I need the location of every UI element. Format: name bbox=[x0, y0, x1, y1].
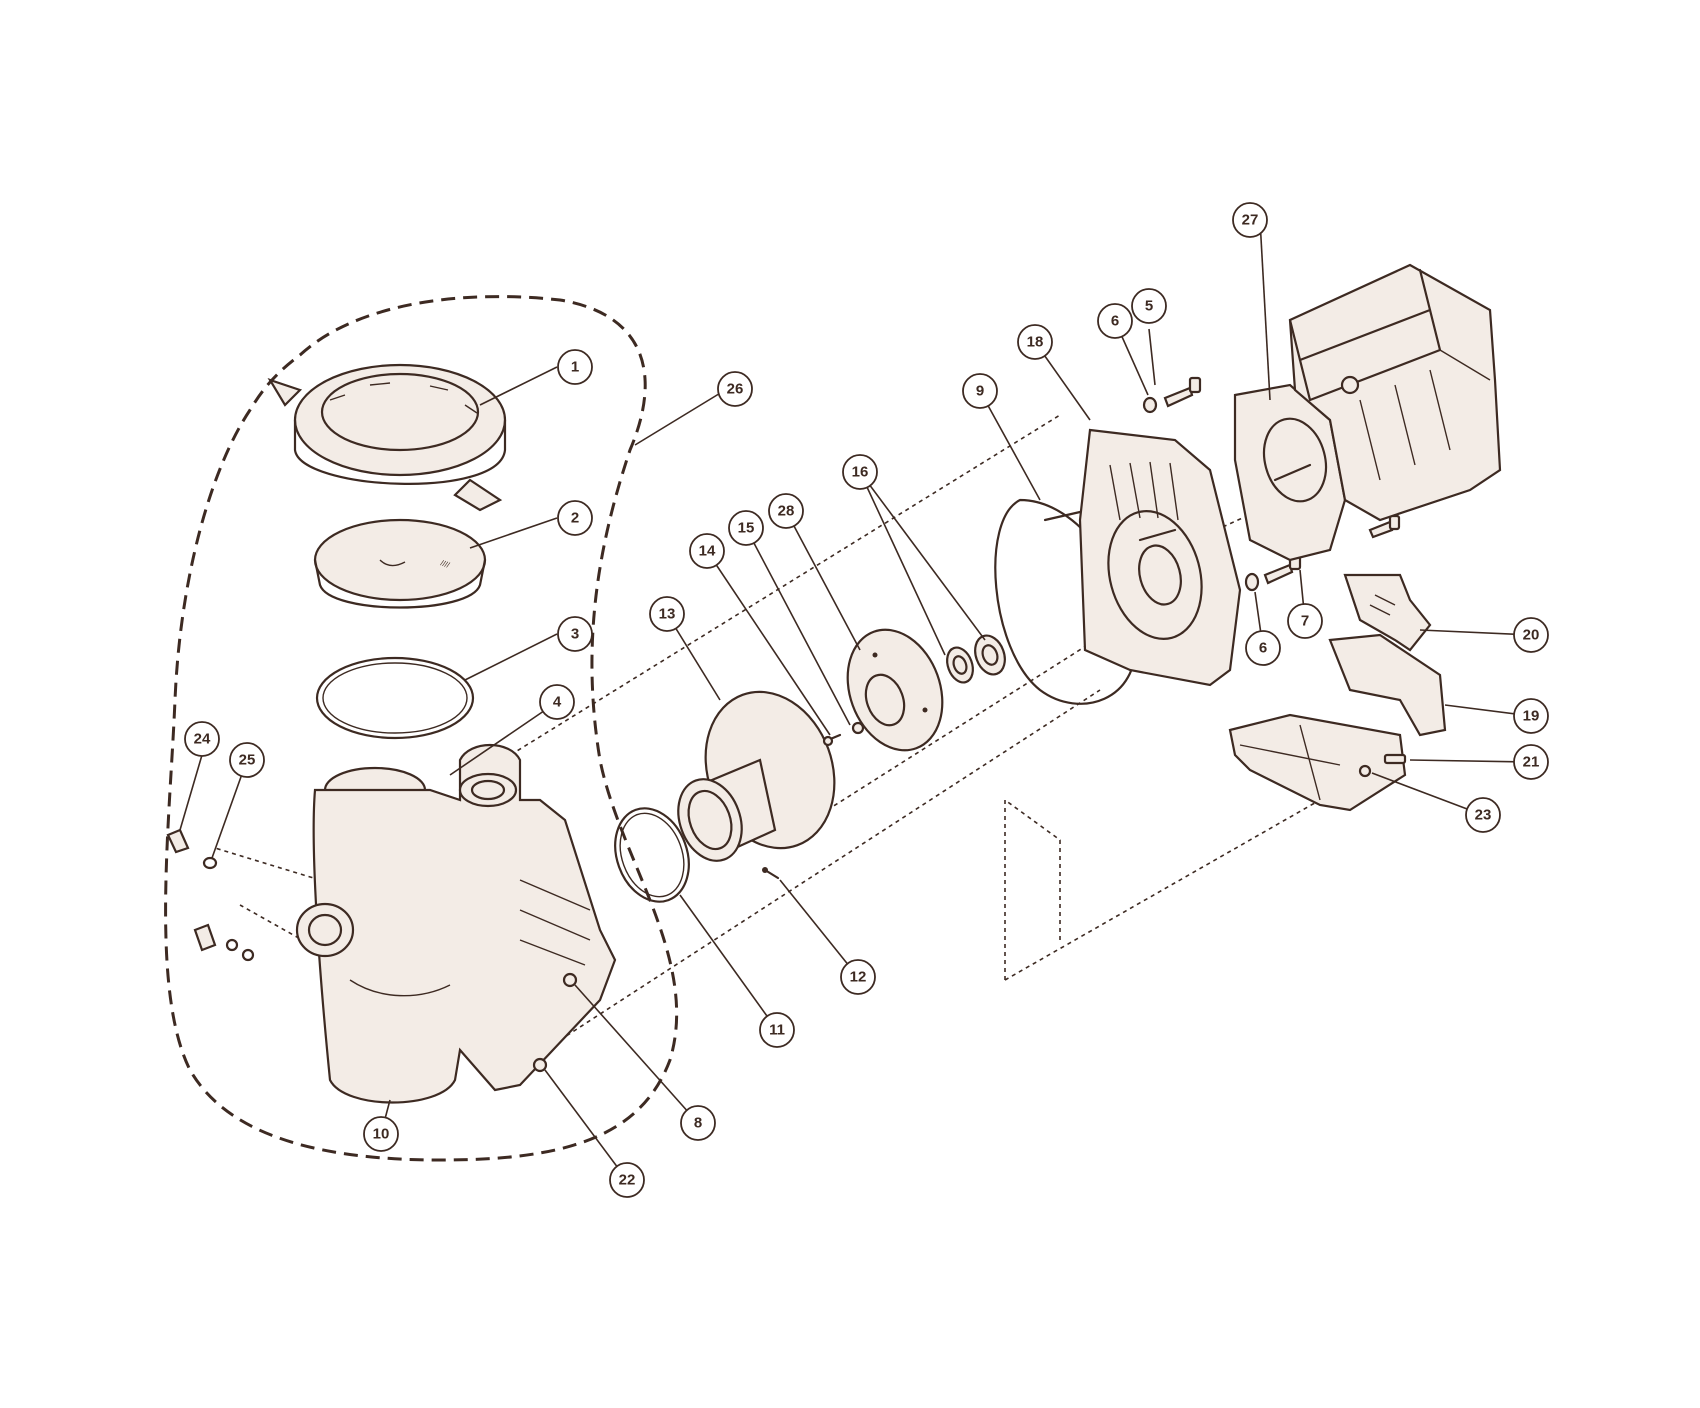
svg-text:18: 18 bbox=[1027, 334, 1044, 351]
callout-13: 13 bbox=[649, 596, 685, 632]
callout-7: 7 bbox=[1287, 603, 1323, 639]
diffuser-screw bbox=[762, 867, 780, 880]
svg-text:23: 23 bbox=[1475, 807, 1492, 824]
svg-text:16: 16 bbox=[852, 464, 869, 481]
pump-lid: //// bbox=[313, 518, 487, 609]
svg-text:9: 9 bbox=[976, 383, 984, 400]
callout-22: 22 bbox=[609, 1162, 645, 1198]
callout-18: 18 bbox=[1017, 324, 1053, 360]
svg-text:5: 5 bbox=[1145, 298, 1153, 315]
pump-housing bbox=[295, 743, 617, 1104]
drain-plugs bbox=[166, 828, 255, 962]
svg-text:25: 25 bbox=[239, 752, 256, 769]
callout-26: 26 bbox=[717, 371, 753, 407]
callout-6a: 6 bbox=[1097, 303, 1133, 339]
callout-11: 11 bbox=[759, 1012, 795, 1048]
seal-plate bbox=[1043, 428, 1242, 687]
svg-text:7: 7 bbox=[1301, 613, 1309, 630]
svg-text:6: 6 bbox=[1111, 313, 1119, 330]
svg-text:8: 8 bbox=[694, 1115, 702, 1132]
callout-20: 20 bbox=[1513, 617, 1549, 653]
callout-8: 8 bbox=[680, 1105, 716, 1141]
diffuser bbox=[677, 690, 836, 862]
callout-24: 24 bbox=[184, 721, 220, 757]
callout-27: 27 bbox=[1232, 202, 1268, 238]
svg-text:1: 1 bbox=[571, 359, 579, 376]
svg-text:14: 14 bbox=[699, 543, 716, 560]
bolts-and-washers bbox=[1142, 376, 1401, 592]
impeller bbox=[846, 628, 944, 752]
callout-9: 9 bbox=[962, 373, 998, 409]
svg-text:6: 6 bbox=[1259, 640, 1267, 657]
svg-text:20: 20 bbox=[1523, 627, 1540, 644]
svg-text:27: 27 bbox=[1242, 212, 1259, 229]
svg-text:2: 2 bbox=[571, 510, 579, 527]
svg-text:26: 26 bbox=[727, 381, 744, 398]
shaft-seal bbox=[946, 634, 1006, 684]
callout-12: 12 bbox=[840, 959, 876, 995]
svg-text:19: 19 bbox=[1523, 708, 1540, 725]
callout-6b: 6 bbox=[1245, 630, 1281, 666]
diffuser-o-ring bbox=[614, 807, 690, 903]
motor-support-base bbox=[1228, 573, 1447, 812]
callout-19: 19 bbox=[1513, 698, 1549, 734]
lid-lock-ring bbox=[267, 363, 507, 512]
impeller-screw bbox=[822, 721, 865, 747]
assembly-boundary bbox=[164, 295, 679, 1162]
callout-21: 21 bbox=[1513, 744, 1549, 780]
motor bbox=[1233, 263, 1502, 562]
leader-lines bbox=[179, 219, 1532, 1181]
svg-text:24: 24 bbox=[194, 731, 211, 748]
callout-5: 5 bbox=[1131, 288, 1167, 324]
callout-3: 3 bbox=[557, 616, 593, 652]
callout-15: 15 bbox=[728, 510, 764, 546]
svg-text:10: 10 bbox=[373, 1126, 390, 1143]
svg-text:22: 22 bbox=[619, 1172, 636, 1189]
callout-28: 28 bbox=[768, 493, 804, 529]
callout-23: 23 bbox=[1465, 797, 1501, 833]
alignment-lines bbox=[214, 414, 1321, 1041]
svg-text:12: 12 bbox=[850, 969, 867, 986]
svg-text:21: 21 bbox=[1523, 754, 1540, 771]
svg-text:4: 4 bbox=[553, 694, 562, 711]
callout-4: 4 bbox=[539, 684, 575, 720]
callout-2: 2 bbox=[557, 500, 593, 536]
svg-text:3: 3 bbox=[571, 626, 579, 643]
svg-text:28: 28 bbox=[778, 503, 795, 520]
svg-text:15: 15 bbox=[738, 520, 755, 537]
svg-text:13: 13 bbox=[659, 606, 676, 623]
svg-text:11: 11 bbox=[769, 1022, 785, 1039]
callout-16: 16 bbox=[842, 454, 878, 490]
svg-text:////: //// bbox=[439, 558, 451, 570]
callout-1: 1 bbox=[557, 349, 593, 385]
lid-o-ring bbox=[315, 656, 475, 740]
callout-10: 10 bbox=[363, 1116, 399, 1152]
callout-14: 14 bbox=[689, 533, 725, 569]
callout-25: 25 bbox=[229, 742, 265, 778]
